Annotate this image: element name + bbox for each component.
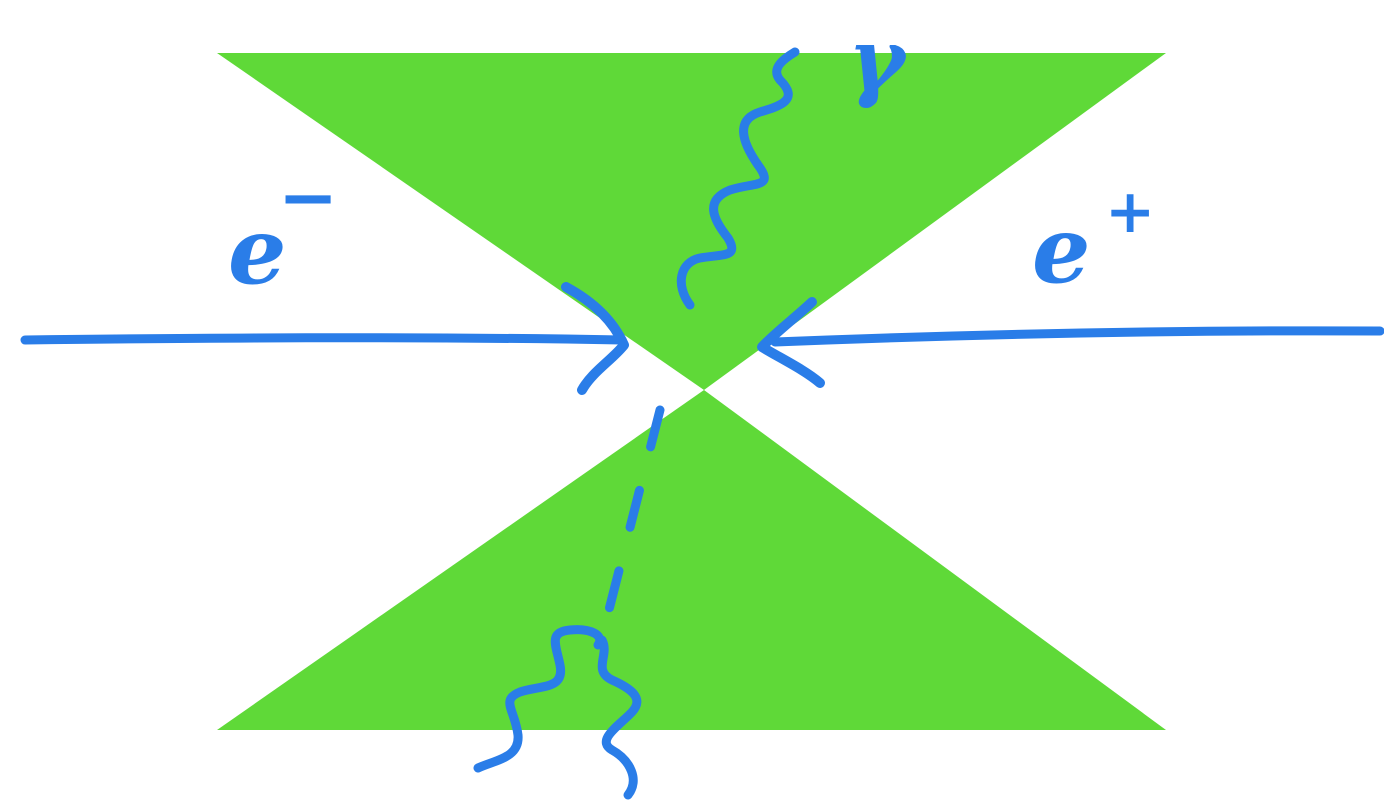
positron-arrowhead xyxy=(757,297,825,388)
virtual-photon-dashed-line xyxy=(595,405,665,650)
positron-incoming-line xyxy=(770,326,1384,347)
future-light-cone xyxy=(217,53,1166,390)
past-photon-wave-right xyxy=(597,635,642,800)
past-light-cone xyxy=(217,390,1166,730)
photon-label: γ xyxy=(848,10,909,111)
electron-label: e xyxy=(228,197,287,305)
electron-charge-label: − xyxy=(278,154,338,239)
positron-charge-label: + xyxy=(1105,177,1155,247)
electron-incoming-line xyxy=(20,333,627,345)
electron-arrowhead xyxy=(561,282,629,395)
photon-outgoing-wave xyxy=(676,47,800,310)
positron-label: e xyxy=(1032,196,1091,304)
past-photon-wave-left xyxy=(473,625,605,773)
